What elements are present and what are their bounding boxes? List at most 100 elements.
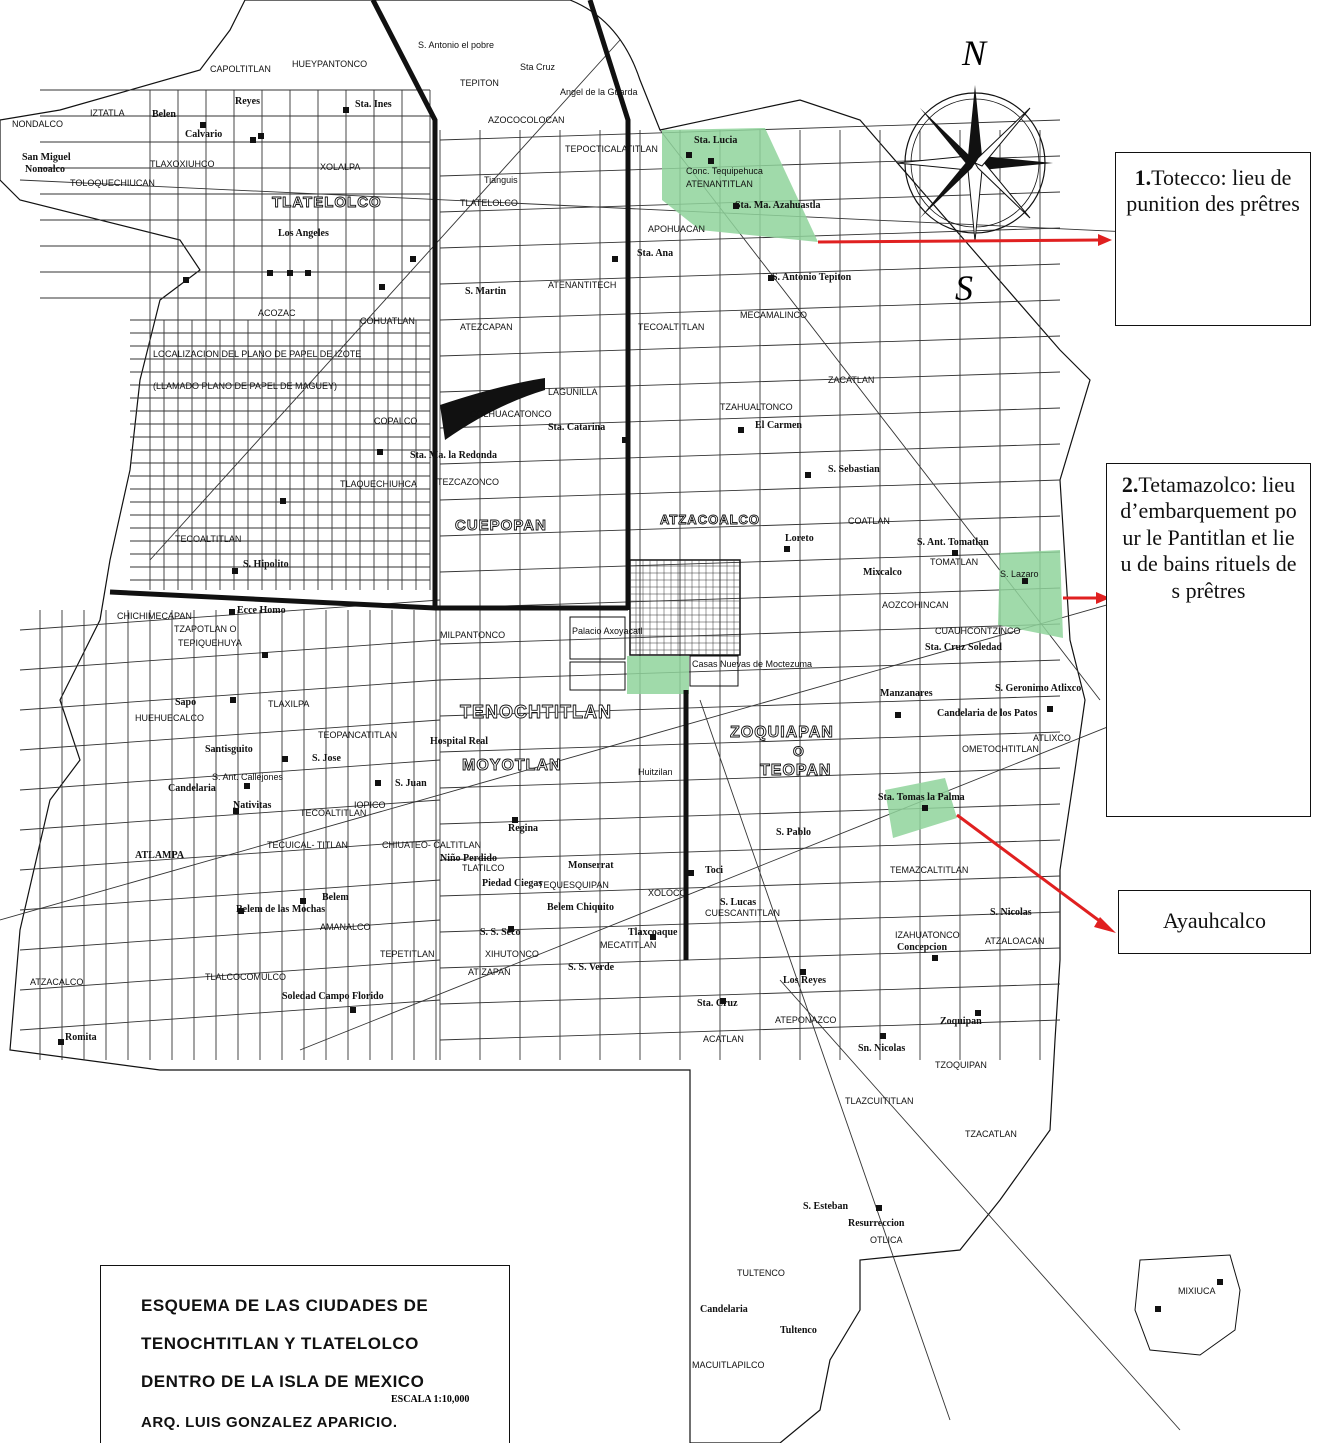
place-label-tepocticalatitlan: TEPOCTICALATITLAN — [565, 144, 658, 154]
mixiuca-island — [1134, 1254, 1241, 1356]
place-label-tzapotlan: TZAPOTLAN O — [174, 624, 237, 634]
place-label-tianguis: Tianguis — [484, 175, 518, 185]
district-atzacoalco: ATZACOALCO — [660, 512, 760, 527]
building-marker — [287, 270, 293, 276]
place-label-sta-ma-azahuastla: Sta. Ma. Azahuastla — [735, 200, 821, 211]
building-marker — [262, 652, 268, 658]
building-marker — [612, 256, 618, 262]
place-label-sta-ana: Sta. Ana — [637, 248, 673, 259]
building-marker — [379, 284, 385, 290]
place-label-tlaxoxiuhco: TLAXOXIUHCO — [150, 159, 215, 169]
place-label-xihutonco: XIHUTONCO — [485, 949, 539, 959]
place-label-sn-nicolas: Sn. Nicolas — [858, 1043, 905, 1054]
building-marker — [183, 277, 189, 283]
place-label-sapo: Sapo — [175, 697, 196, 708]
legend-author: ARQ. LUIS GONZALEZ APARICIO. — [141, 1414, 398, 1431]
place-label-candelaria2: Candelaria — [700, 1304, 748, 1315]
building-marker — [512, 817, 518, 823]
place-label-tlazcuititlan: TLAZCUITITLAN — [845, 1096, 914, 1106]
annotation-1-number: 1. — [1134, 165, 1152, 190]
place-label-casas-nuevas: Casas Nuevas de Moctezuma — [692, 659, 812, 669]
legend-line-3: DENTRO DE LA ISLA DE MEXICO — [141, 1372, 425, 1391]
place-label-belem1: Belem — [322, 892, 349, 903]
annotation-arrows — [817, 234, 1116, 933]
place-label-santisguito: Santisguito — [205, 744, 253, 755]
place-label-tepiton: TEPITON — [460, 78, 499, 88]
place-label-tzacatlan: TZACATLAN — [965, 1129, 1017, 1139]
building-marker — [233, 808, 239, 814]
highlight-temple-south — [627, 656, 689, 694]
building-marker — [305, 270, 311, 276]
place-label-chichimecapan: CHICHIMECAPAN — [117, 611, 192, 621]
district-cuepopan: CUEPOPAN — [455, 517, 547, 534]
place-label-izahuatonco: IZAHUATONCO — [895, 930, 960, 940]
place-label-angel-guarda: Angel de la Guarda — [560, 87, 638, 97]
district-teopan: TEOPAN — [760, 762, 831, 779]
place-label-ometochtitlan: OMETOCHTITLAN — [962, 744, 1039, 754]
building-marker — [720, 998, 726, 1004]
annotation-tetamazolco: 2.Tetamazolco: lieu d’embarquement pour … — [1106, 463, 1311, 817]
place-label-atlixco: ATLIXCO — [1033, 733, 1071, 743]
compass-south: S — [955, 268, 973, 308]
building-marker — [686, 152, 692, 158]
place-label-colhuacatonco: COLHUACATONCO — [470, 409, 552, 419]
place-label-sta-ma-redonda: Sta. Ma. la Redonda — [410, 450, 497, 461]
place-label-reyes: Reyes — [235, 96, 260, 107]
annotation-ayauhcalco: Ayauhcalco — [1118, 890, 1311, 954]
place-label-zoquipan: Zoquipan — [940, 1016, 982, 1027]
building-marker — [784, 546, 790, 552]
lagunilla-channel — [440, 378, 545, 440]
place-label-aozcohincan: AOZCOHINCAN — [882, 600, 949, 610]
place-label-s-antonio-pobre: S. Antonio el pobre — [418, 40, 494, 50]
place-label-acozac: ACOZAC — [258, 308, 296, 318]
building-marker — [932, 955, 938, 961]
causeway-tepeyac — [587, 0, 631, 610]
place-label-el-carmen: El Carmen — [755, 420, 802, 431]
place-label-s-jose: S. Jose — [312, 753, 341, 764]
building-marker — [1022, 578, 1028, 584]
compass-rose: N S — [896, 33, 1053, 308]
place-label-tecoaltitlan2: TECOALTITLAN — [175, 534, 241, 544]
place-label-tzoquipan: TZOQUIPAN — [935, 1060, 987, 1070]
place-label-nondalco: NONDALCO — [12, 119, 63, 129]
place-label-atezcapan: ATEZCAPAN — [460, 322, 513, 332]
place-label-nonoalco: Nonoalco — [25, 164, 65, 175]
place-label-los-angeles: Los Angeles — [278, 228, 329, 239]
place-label-romita: Romita — [65, 1032, 97, 1043]
place-label-sta-ines: Sta. Ines — [355, 99, 392, 110]
place-label-s-sebastian: S. Sebastian — [828, 464, 880, 475]
building-marker — [343, 107, 349, 113]
palacio-block — [569, 616, 626, 660]
place-label-tlalcocomulco: TLALCOCOMULCO — [205, 972, 286, 982]
place-label-tequesquipan: TEQUESQUIPAN — [538, 880, 609, 890]
south-block — [569, 661, 626, 691]
place-label-belem-chiquito: Belem Chiquito — [547, 902, 614, 913]
place-label-atzacalco: ATZACALCO — [30, 977, 83, 987]
legend-scale: ESCALA 1:10,000 — [391, 1394, 470, 1405]
place-label-nativitas: Nativitas — [233, 800, 271, 811]
causeway-north — [370, 0, 438, 610]
place-label-belem-mochas: Belem de las Mochas — [236, 904, 325, 915]
place-label-s-juan: S. Juan — [395, 778, 427, 789]
building-marker — [200, 122, 206, 128]
place-label-ecce-homo: Ecce Homo — [237, 605, 286, 616]
place-label-s-martin: S. Martin — [465, 286, 507, 297]
building-marker — [876, 1205, 882, 1211]
place-label-s-nicolas1: S. Nicolas — [990, 907, 1032, 918]
place-label-sta-cruz-soledad: Sta. Cruz Soledad — [925, 642, 1002, 653]
place-label-xolalpa: XOLALPA — [320, 162, 360, 172]
place-label-nino-perdido: Niño Perdido — [440, 853, 497, 864]
place-label-mixcalco: Mixcalco — [863, 567, 902, 578]
building-marker — [922, 805, 928, 811]
building-marker — [768, 275, 774, 281]
place-label-soledad-campo: Soledad Campo Florido — [282, 991, 384, 1002]
district-tenochtitlan: TENOCHTITLAN — [460, 702, 612, 722]
place-label-sta-lucia: Sta. Lucia — [694, 135, 737, 146]
building-marker — [880, 1033, 886, 1039]
district-tlatelolco: TLATELOLCO — [272, 194, 382, 211]
place-label-s-hipolito: S. Hipolito — [243, 559, 289, 570]
building-marker — [1155, 1306, 1161, 1312]
legend-line-1: ESQUEMA DE LAS CIUDADES DE — [141, 1296, 429, 1315]
place-label-tecuical-titlan: TECUICAL- TITLAN — [267, 840, 348, 850]
highlight-totecco — [662, 128, 818, 242]
